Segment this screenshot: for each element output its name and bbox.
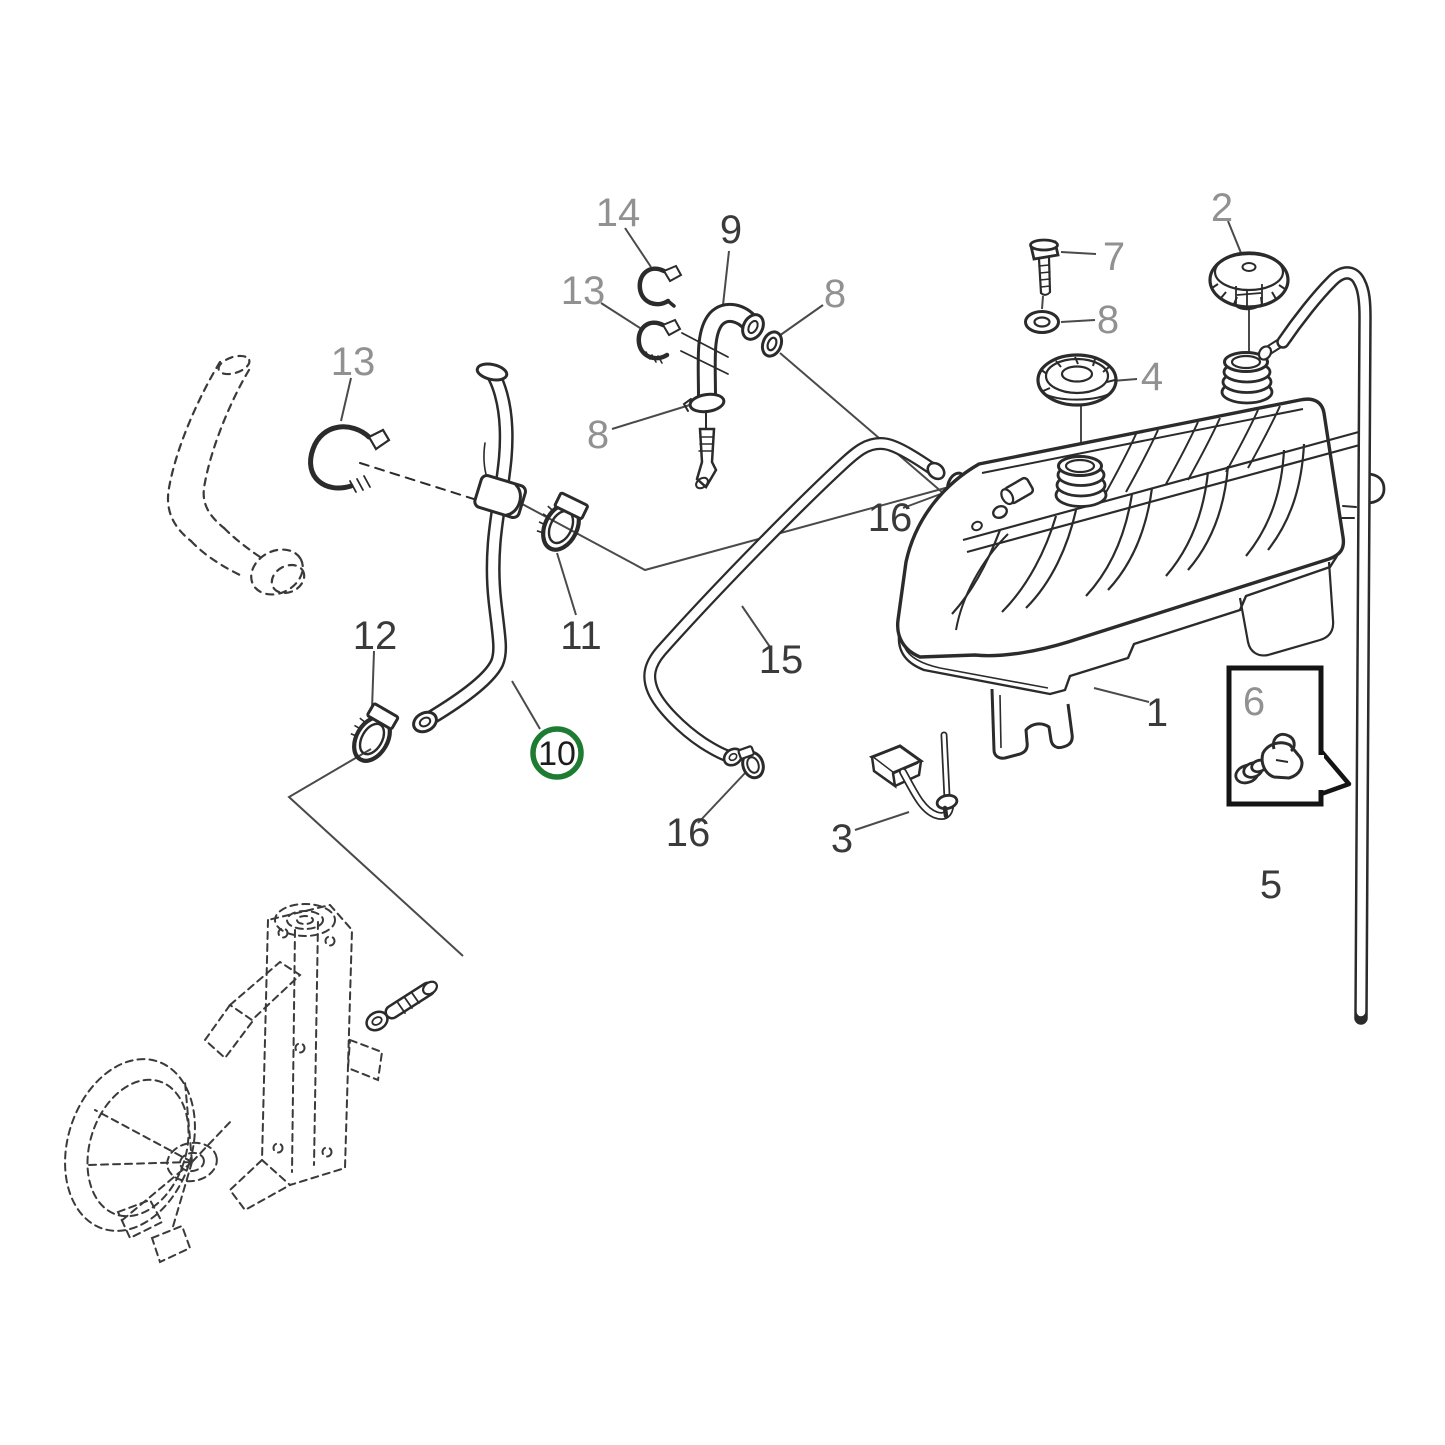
filler-cap-4 xyxy=(1036,353,1118,407)
filler-neck-center xyxy=(1054,455,1108,508)
filler-neck-right xyxy=(1220,351,1274,405)
part-label-6[interactable]: 6 xyxy=(1243,680,1265,724)
part-label-2[interactable]: 2 xyxy=(1211,186,1233,230)
hose-15 xyxy=(643,437,946,767)
overflow-tube-5 xyxy=(1257,266,1386,1025)
o-ring-8 xyxy=(760,330,784,358)
retaining-clip-13-upper xyxy=(636,318,682,364)
pressure-cap-2 xyxy=(1208,251,1290,311)
part-label-5[interactable]: 5 xyxy=(1260,863,1282,907)
retaining-clip-14 xyxy=(637,264,683,308)
clamp-16-lower xyxy=(737,745,765,780)
highlighted-part-circle[interactable] xyxy=(530,726,584,780)
part-label-8-washer[interactable]: 8 xyxy=(1097,298,1119,342)
part-label-3[interactable]: 3 xyxy=(831,817,853,861)
flange-gasket-8 xyxy=(688,392,726,414)
part-label-16-upper[interactable]: 16 xyxy=(868,496,913,540)
bolt-7 xyxy=(1029,238,1060,296)
part-label-9[interactable]: 9 xyxy=(720,208,742,252)
hose-10 xyxy=(412,362,527,734)
expansion-tank xyxy=(895,351,1368,760)
hose-sleeve xyxy=(473,474,527,520)
part-label-15[interactable]: 15 xyxy=(759,638,804,682)
leader-lines xyxy=(287,220,1250,957)
part-label-7[interactable]: 7 xyxy=(1103,235,1125,279)
pump-fitting xyxy=(365,980,439,1032)
elbow-pipe-9 xyxy=(680,302,765,490)
part-label-14[interactable]: 14 xyxy=(596,191,641,235)
part-label-8-flange[interactable]: 8 xyxy=(587,413,609,457)
level-sensor-3 xyxy=(868,731,959,820)
phantom-pump-assembly xyxy=(64,903,384,1264)
hose-clamp-11 xyxy=(536,491,589,552)
part-label-16-lower[interactable]: 16 xyxy=(666,811,711,855)
part-label-13-left[interactable]: 13 xyxy=(331,340,376,384)
retaining-clip-13-left xyxy=(308,424,478,501)
part-label-12[interactable]: 12 xyxy=(353,614,398,658)
part-label-10-highlighted[interactable]: 10 xyxy=(538,735,576,773)
part-label-8-oring[interactable]: 8 xyxy=(824,272,846,316)
hose-clamp-12 xyxy=(350,702,400,763)
part-label-1[interactable]: 1 xyxy=(1146,691,1168,735)
part-label-11[interactable]: 11 xyxy=(560,614,602,658)
washer-8 xyxy=(1024,310,1060,334)
part-label-13-upper[interactable]: 13 xyxy=(561,269,606,313)
part-labels: 14 13 9 8 8 13 12 11 15 16 16 3 1 2 7 8 … xyxy=(331,186,1282,907)
part-label-4[interactable]: 4 xyxy=(1141,355,1163,399)
tube-clip-icon xyxy=(1234,732,1304,785)
phantom-hose-reference xyxy=(166,354,306,596)
callout-box-6 xyxy=(1226,665,1352,807)
